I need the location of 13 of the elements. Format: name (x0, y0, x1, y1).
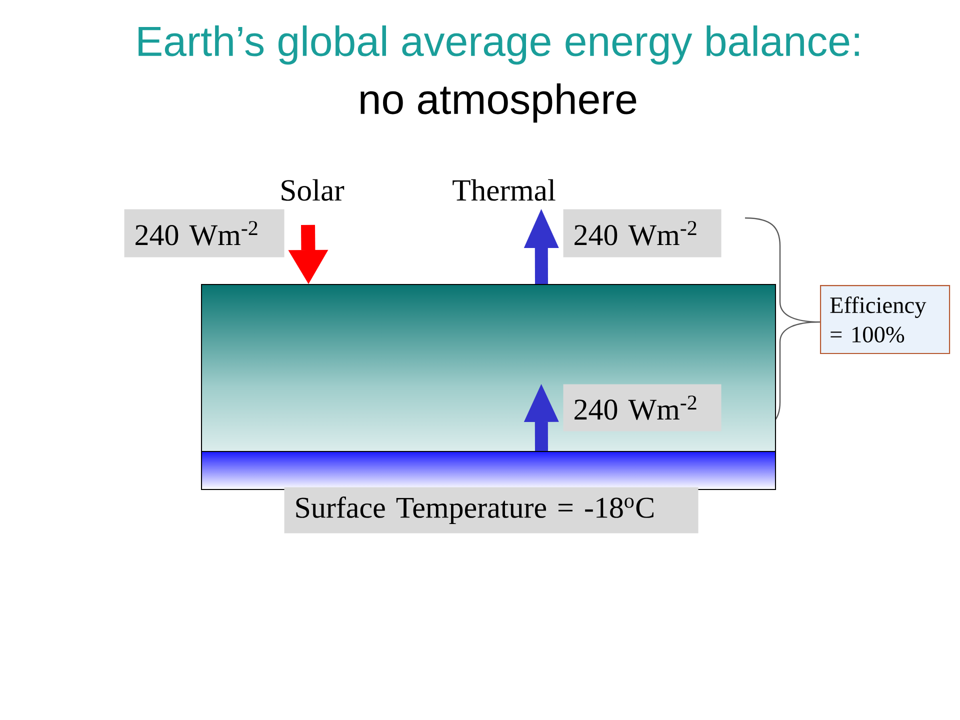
value-box: Surface Temperature = -18$^{o}$C (284, 487, 698, 534)
title: Earth’s global average energy balance: (138, 25, 859, 65)
value-box: 240 Wm$^{-2}$ (563, 209, 722, 258)
block-arrow (288, 224, 328, 284)
subtitle: no atmosphere (360, 83, 636, 123)
note-box: Efficiency = 100% (820, 285, 950, 354)
flux-label: Thermal (452, 179, 556, 201)
flux-label: Solar (282, 179, 344, 201)
value-box: 240 Wm$^{-2}$ (124, 209, 284, 258)
block-arrow (524, 209, 559, 284)
block-arrow (524, 384, 559, 452)
value-box: 240 Wm$^{-2}$ (563, 384, 722, 432)
surface-band (201, 451, 776, 490)
